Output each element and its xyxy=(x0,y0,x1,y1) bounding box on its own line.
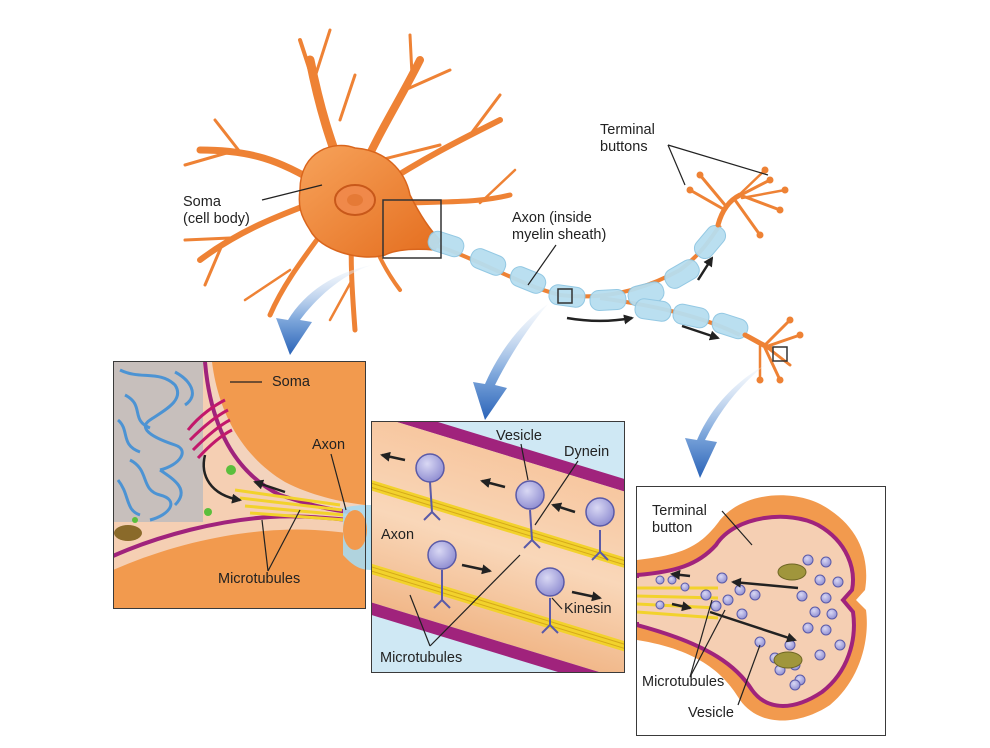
zoom-arrow-axon xyxy=(473,304,548,420)
main-leader-lines xyxy=(261,144,769,286)
label-soma-cell-body: Soma(cell body) xyxy=(183,194,250,227)
label-panel3-microtubules: Microtubules xyxy=(642,674,725,690)
panel-terminal-detail xyxy=(637,487,885,735)
mitochondrion xyxy=(777,563,807,581)
zoom-box-soma xyxy=(382,199,442,259)
vesicle-green xyxy=(226,465,236,475)
label-panel1-microtubules: Microtubules xyxy=(218,571,301,587)
zoom-box-axon xyxy=(557,288,573,304)
label-panel2-vesicle: Vesicle xyxy=(496,428,542,444)
label-panel3-vesicle: Vesicle xyxy=(688,705,734,721)
zoom-box-terminal xyxy=(772,346,788,362)
dynein-motors xyxy=(415,453,615,561)
panel-frame-terminal xyxy=(636,486,886,736)
golgi xyxy=(186,398,233,460)
zoom-arrow-soma xyxy=(276,265,372,355)
panel-frame-soma xyxy=(113,361,366,609)
panel1-microtubules xyxy=(234,488,347,522)
blue-zoom-arrows xyxy=(276,265,765,478)
label-panel2-axon: Axon xyxy=(381,527,415,543)
label-panel1-axon: Axon xyxy=(312,437,346,453)
label-panel1-soma: Soma xyxy=(272,374,310,390)
zoom-arrow-terminal xyxy=(685,365,765,478)
panel-soma-detail xyxy=(113,362,372,608)
terminal-branches-upper xyxy=(686,166,789,239)
label-panel2-dynein: Dynein xyxy=(564,444,610,460)
main-transport-arrows xyxy=(566,256,720,341)
endoplasmic-reticulum xyxy=(116,368,194,522)
label-panel2-microtubules: Microtubules xyxy=(380,650,463,666)
terminal-branches-lower xyxy=(742,316,804,384)
neuron xyxy=(183,28,804,384)
kinesin-motors xyxy=(427,540,565,634)
panel-frame-axon xyxy=(371,421,625,673)
label-panel2-kinesin: Kinesin xyxy=(564,601,612,617)
panel-axon-detail xyxy=(372,422,624,672)
